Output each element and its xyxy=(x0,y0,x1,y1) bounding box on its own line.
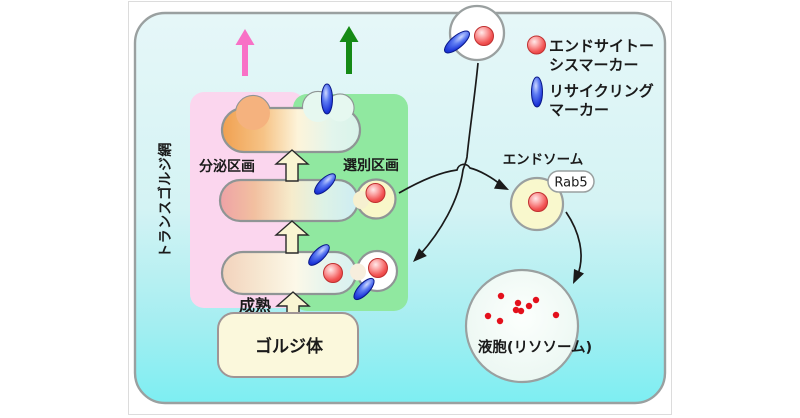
golgi-label: ゴルジ体 xyxy=(255,336,324,357)
recycling-marker-icon xyxy=(353,277,375,301)
recycling-marker-icon xyxy=(314,173,336,195)
endocytosis-marker-icon xyxy=(368,258,388,278)
endocytosis-marker-icon xyxy=(365,183,386,203)
secretory-pathway-arrow xyxy=(235,29,255,76)
recycling-marker-icon xyxy=(308,244,330,266)
endocytosis-marker-icon xyxy=(474,26,494,46)
maturation-arrow-top xyxy=(274,149,310,182)
cisterna-middle-body xyxy=(218,178,360,223)
legend-endocytosis-line2: シスマーカー xyxy=(549,56,639,74)
vacuole-circle xyxy=(464,268,580,384)
tgn-label: トランスゴルジ網 xyxy=(157,142,174,258)
vacuole-lysosome: 液胞(リソソーム) xyxy=(464,268,592,384)
arrowhead xyxy=(573,269,584,284)
recycling-marker-icon xyxy=(444,30,470,54)
vacuole-label: 液胞(リソソーム) xyxy=(478,338,592,356)
cisterna-middle xyxy=(218,173,397,223)
plasma-membrane-vesicle xyxy=(444,4,506,62)
legend: エンドサイトー シスマーカー リサイクリング マーカー xyxy=(527,35,654,119)
recycling-marker-icon xyxy=(321,83,333,115)
legend-recycling-line1: リサイクリング xyxy=(549,82,654,100)
degraded-marker-dots xyxy=(484,292,560,325)
endosome: Rab5 エンドソーム xyxy=(503,152,595,232)
sorting-compartment-label: 選別区画 xyxy=(343,158,399,174)
cisterna-top-bump-left-fill xyxy=(236,96,270,130)
maturation-arrow-middle xyxy=(274,220,310,254)
legend-endocytosis-line1: エンドサイトー xyxy=(549,37,654,55)
sorting-pathway-arrow xyxy=(339,26,359,74)
endocytosis-marker-icon xyxy=(323,263,343,283)
endosome-label: エンドソーム xyxy=(503,152,584,168)
arrowhead xyxy=(413,248,427,262)
arrow-sorting-to-endosome xyxy=(398,163,502,194)
endocytosis-marker-icon xyxy=(528,192,548,212)
cisterna-top-bump-fill2 xyxy=(326,94,354,122)
vesicle-neck xyxy=(350,263,366,281)
arrowhead xyxy=(494,178,509,190)
rab5-badge xyxy=(547,170,595,193)
legend-recycling-line2: マーカー xyxy=(549,101,609,119)
legend-endocytosis-icon xyxy=(527,35,546,55)
cisterna-bottom xyxy=(220,244,399,301)
trafficking-arrows xyxy=(398,62,582,278)
secretory-compartment-label: 分泌区画 xyxy=(199,158,255,175)
legend-recycling-icon xyxy=(531,76,543,108)
rab5-label: Rab5 xyxy=(554,176,587,191)
vesicle-neck xyxy=(353,191,369,209)
arrow-endosome-to-vacuole xyxy=(565,211,582,278)
golgi-box xyxy=(217,312,359,378)
maturation-label: 成熟 xyxy=(239,296,271,315)
